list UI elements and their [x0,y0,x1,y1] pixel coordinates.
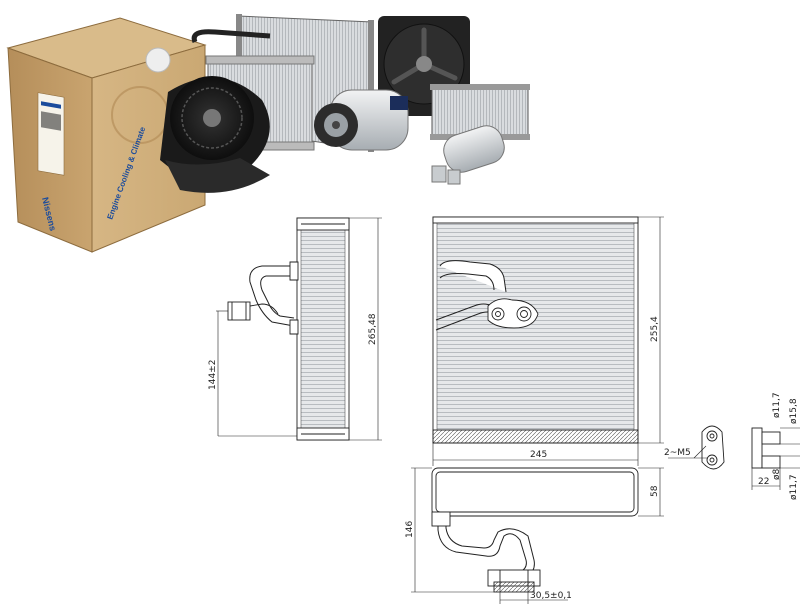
fitting-length: 22 [758,477,769,487]
fitting-dia-top: ø11,7 [772,392,782,418]
fitting-dia-bottom: ø11,7 [789,474,799,500]
bottom-view [411,467,664,604]
product-photo: Nissens Engine Cooling & Climate [6,14,530,253]
blower-motor-image [160,76,270,193]
bottom-depth-dimension: 58 [650,485,660,497]
fitting-detail [751,427,800,490]
front-height-dimension: 255,4 [650,316,660,342]
side-port-offset-dimension: 144±2 [208,360,218,390]
front-view [432,216,664,466]
flange-thread-label: 2~M5 [664,448,691,458]
bottom-port-spacing-dimension: 30,5±0,1 [530,591,572,601]
front-width-dimension: 245 [530,450,547,460]
compressor-image [314,89,409,151]
fitting-dia-mid: ø8 [772,468,782,480]
box-logo-icon [145,47,171,73]
side-height-dimension: 265,48 [368,313,378,345]
side-view [216,217,382,441]
receiver-drier-image [431,125,505,185]
bottom-total-height-dimension: 146 [405,521,415,538]
flange-detail [668,425,725,470]
fitting-dia-upper: ø15,8 [789,398,799,424]
